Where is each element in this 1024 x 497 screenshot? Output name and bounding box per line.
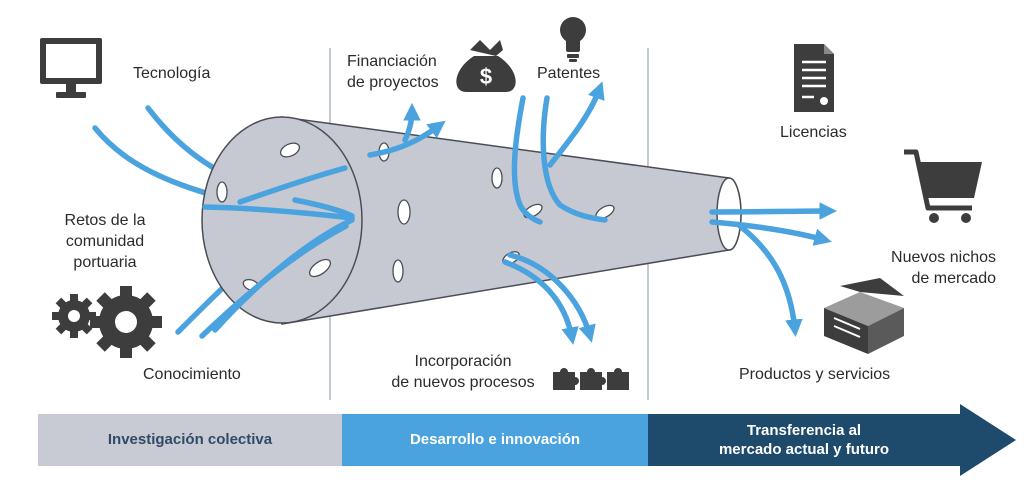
hole [397, 199, 411, 225]
label-incorporacion-line-2: de nuevos procesos [391, 374, 535, 391]
flow-exit-productos [737, 223, 803, 338]
stage-band-transferencia [648, 404, 1016, 476]
hole [491, 167, 503, 189]
money-bag-icon: $ [456, 40, 516, 92]
flow-financiacion-out-2 [402, 102, 421, 143]
flow-tecnologia-in [292, 197, 355, 219]
monitor-icon [40, 38, 102, 98]
label-incorporacion: Incorporación de nuevos procesos [375, 351, 551, 393]
flow-patentes-out [547, 81, 605, 168]
label-incorporacion-line-1: Incorporación [414, 353, 512, 370]
stage-label-transferencia-line-1: Transferencia al [746, 422, 862, 439]
hole [392, 259, 404, 283]
flow-exit-2 [709, 219, 832, 246]
label-conocimiento: Conocimiento [143, 366, 241, 383]
puzzle-icon [553, 368, 629, 390]
hole [216, 181, 228, 203]
stage-band-desarrollo [342, 414, 648, 466]
stage-label-desarrollo: Desarrollo e innovación [409, 431, 581, 448]
label-nichos-line-1: Nuevos nichos [891, 249, 996, 266]
label-productos: Productos y servicios [739, 366, 891, 383]
label-financiacion: Financiación de proyectos [347, 51, 439, 93]
shopping-cart-icon [904, 149, 982, 223]
flow-conocimiento-2 [199, 223, 349, 339]
light-bulb-icon [560, 17, 586, 62]
flow-exit-1 [709, 202, 838, 220]
flow-financiacion-out [367, 120, 446, 158]
label-retos-line-2: comunidad [65, 233, 145, 250]
flow-mouth-top [237, 165, 348, 205]
hole [279, 142, 301, 158]
stage-label-transferencia-line-2: mercado actual y futuro [718, 441, 890, 458]
hole [308, 258, 332, 278]
stage-label-investigacion: Investigación colectiva [107, 431, 273, 448]
label-tecnologia: Tecnología [133, 65, 211, 82]
label-licencias: Licencias [780, 124, 847, 141]
label-retos: Retos de la comunidad portuaria [40, 210, 170, 273]
svg-text:$: $ [480, 64, 492, 89]
flow-patentes-1 [511, 95, 543, 225]
label-patentes: Patentes [537, 65, 601, 82]
stage-band-investigacion [38, 414, 342, 466]
label-financiacion-line-1: Financiación [347, 53, 437, 70]
flow-procesos-2 [507, 252, 596, 343]
label-retos-line-3: portuaria [73, 254, 137, 271]
label-financiacion-line-2: de proyectos [347, 74, 439, 91]
label-nichos-line-2: de mercado [911, 270, 997, 287]
label-nichos: Nuevos nichos de mercado [870, 247, 996, 289]
label-retos-line-1: Retos de la [64, 212, 146, 229]
stage-label-transferencia: Transferencia al mercado actual y futuro [648, 421, 960, 459]
flow-procesos-1 [502, 259, 579, 345]
gears-icon [52, 286, 162, 358]
document-icon [794, 44, 834, 112]
flow-retos [202, 204, 355, 221]
box-icon [824, 278, 904, 354]
flow-patentes-2 [540, 95, 608, 223]
